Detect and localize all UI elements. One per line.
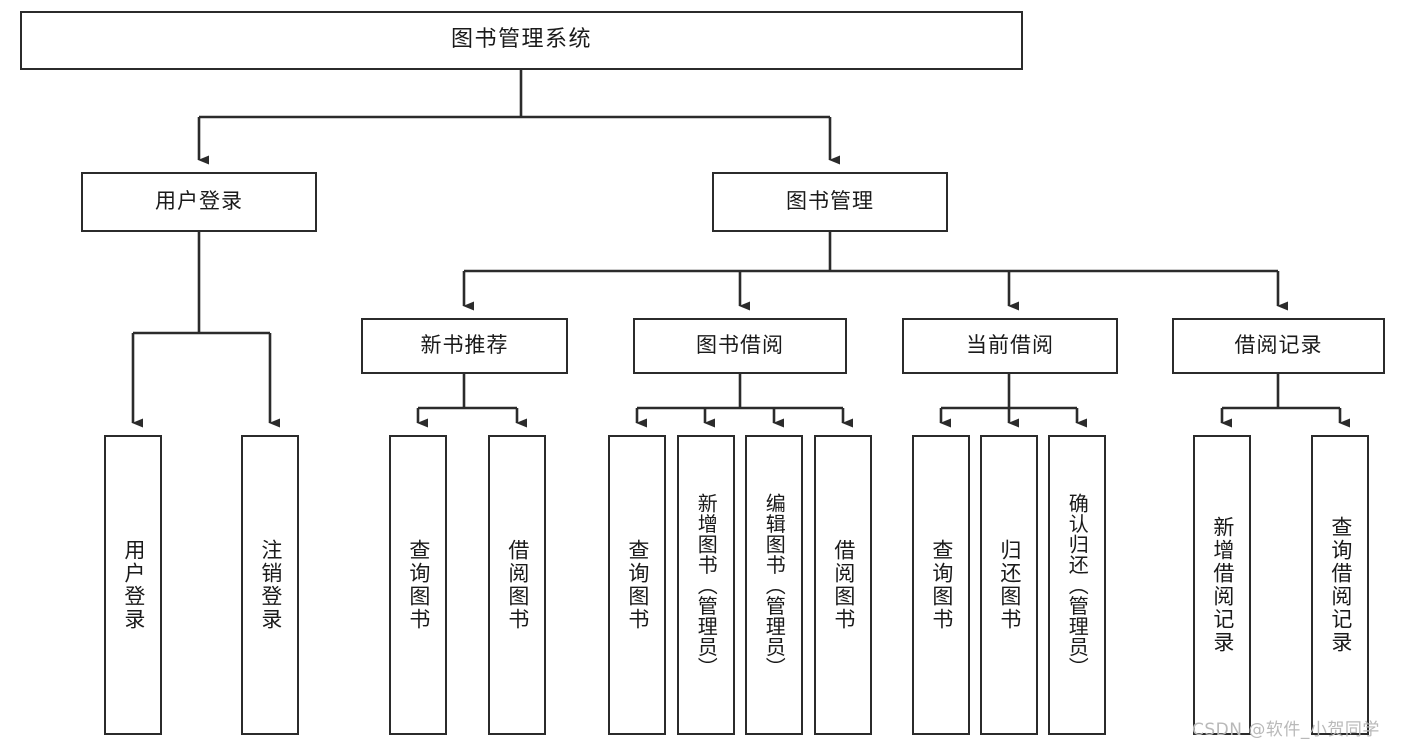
node-label: 图书借阅: [696, 333, 784, 358]
node-label: 图书管理系统: [450, 27, 592, 53]
node-leaf-query-book-1[interactable]: 查询图书: [389, 435, 447, 735]
node-label: 查询图书: [625, 539, 650, 631]
node-leaf-query-book-2[interactable]: 查询图书: [608, 435, 666, 735]
node-label: 借阅图书: [831, 539, 856, 631]
node-label: 新增图书（管理员）: [694, 492, 719, 678]
csdn-watermark: CSDN @软件_小贺同学: [1192, 720, 1380, 740]
node-label: 当前借阅: [966, 333, 1054, 358]
node-label: 用户登录: [121, 539, 146, 631]
node-leaf-return-book[interactable]: 归还图书: [980, 435, 1038, 735]
node-label: 归还图书: [997, 539, 1022, 631]
node-label: 新增借阅记录: [1210, 516, 1235, 654]
node-root-book-management-system[interactable]: 图书管理系统: [20, 11, 1023, 70]
node-user-login[interactable]: 用户登录: [81, 172, 317, 232]
node-borrow-record[interactable]: 借阅记录: [1172, 318, 1385, 374]
node-new-book-recommend[interactable]: 新书推荐: [361, 318, 568, 374]
node-leaf-user-login[interactable]: 用户登录: [104, 435, 162, 735]
node-label: 注销登录: [258, 539, 283, 631]
node-label: 用户登录: [155, 189, 243, 214]
node-leaf-add-record[interactable]: 新增借阅记录: [1193, 435, 1251, 735]
node-label: 编辑图书（管理员）: [762, 492, 787, 678]
node-book-management[interactable]: 图书管理: [712, 172, 948, 232]
node-current-borrow[interactable]: 当前借阅: [902, 318, 1118, 374]
node-leaf-borrow-book-2[interactable]: 借阅图书: [814, 435, 872, 735]
node-label: 查询图书: [929, 539, 954, 631]
node-book-borrow[interactable]: 图书借阅: [633, 318, 847, 374]
node-leaf-borrow-book-1[interactable]: 借阅图书: [488, 435, 546, 735]
node-leaf-query-record[interactable]: 查询借阅记录: [1311, 435, 1369, 735]
node-label: 新书推荐: [420, 333, 509, 358]
node-label: 借阅图书: [505, 539, 530, 631]
node-leaf-query-book-3[interactable]: 查询图书: [912, 435, 970, 735]
node-leaf-confirm-return[interactable]: 确认归还（管理员）: [1048, 435, 1106, 735]
node-label: 确认归还（管理员）: [1065, 492, 1090, 678]
node-label: 图书管理: [786, 189, 874, 214]
node-label: 查询借阅记录: [1328, 516, 1353, 654]
node-label: 查询图书: [406, 539, 431, 631]
node-leaf-logout[interactable]: 注销登录: [241, 435, 299, 735]
node-leaf-add-book[interactable]: 新增图书（管理员）: [677, 435, 735, 735]
node-leaf-edit-book[interactable]: 编辑图书（管理员）: [745, 435, 803, 735]
node-label: 借阅记录: [1234, 333, 1323, 358]
